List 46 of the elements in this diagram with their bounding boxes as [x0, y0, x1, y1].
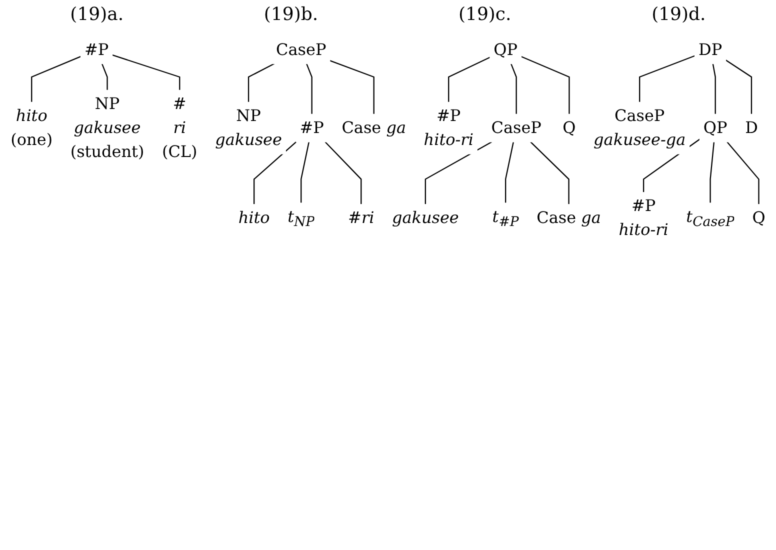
- node-text: CaseP: [276, 40, 326, 60]
- connector: [324, 141, 362, 204]
- node-text: Q: [752, 208, 766, 228]
- connector: [300, 142, 310, 204]
- connector: [101, 63, 108, 90]
- connector: [505, 142, 514, 204]
- node-text: NP gakusee (student): [70, 94, 144, 162]
- connector: [253, 141, 297, 204]
- node-text: QP: [703, 118, 728, 138]
- node-text: #ri: [348, 208, 374, 228]
- node-text: hito: [238, 208, 270, 228]
- connector: [530, 141, 570, 204]
- connector: [639, 55, 696, 102]
- connector: [725, 60, 752, 114]
- example-number: (19)d.: [652, 4, 706, 25]
- example-number: (19)a.: [70, 4, 124, 25]
- node-text: CaseP: [491, 118, 542, 138]
- node-text: #P: [84, 40, 109, 60]
- node-text: D: [745, 118, 758, 138]
- node-text: gakusee: [392, 208, 459, 228]
- connector: [510, 63, 517, 114]
- node-text: NP gakusee: [215, 106, 282, 150]
- connector: [306, 63, 312, 114]
- node-text: # ri (CL): [162, 94, 198, 162]
- node-text: Case ga: [536, 208, 601, 228]
- node-text: t$_{NP}$: [288, 208, 315, 230]
- connector: [710, 142, 715, 204]
- node-text: DP: [698, 40, 722, 60]
- connector: [726, 141, 760, 204]
- connector: [520, 56, 570, 114]
- connector: [424, 141, 492, 204]
- node-text: hito (one): [10, 106, 53, 150]
- example-number: (19)b.: [264, 4, 318, 25]
- connector: [31, 56, 82, 102]
- node-text: #P hito-ri: [618, 196, 668, 240]
- node-text: Case ga: [342, 118, 406, 138]
- node-text: #P: [300, 118, 324, 138]
- connector: [330, 60, 374, 114]
- node-text: t$_{CaseP}$: [686, 208, 734, 230]
- connector: [712, 64, 716, 114]
- node-text: Q: [562, 118, 576, 138]
- connector: [448, 56, 490, 102]
- node-text: QP: [494, 40, 518, 60]
- connector: [112, 54, 180, 90]
- node-text: t$_{#P}$: [492, 208, 519, 230]
- example-number: (19)c.: [458, 4, 512, 25]
